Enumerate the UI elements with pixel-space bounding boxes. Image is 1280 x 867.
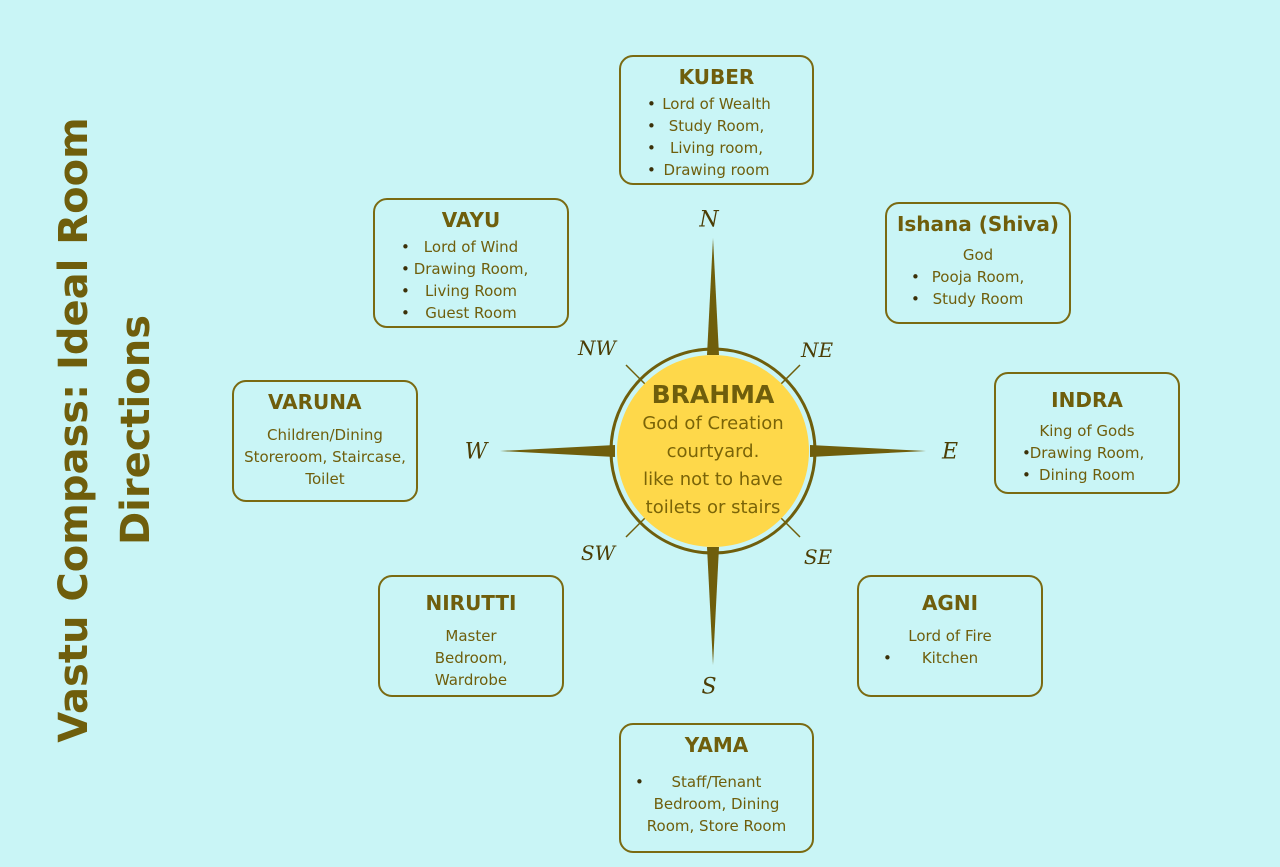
direction-s: S	[701, 674, 717, 700]
box-varuna: VARUNA Children/Dining Storeroom, Stairc…	[232, 380, 418, 502]
list-item: Drawing Room,	[996, 442, 1178, 464]
direction-sw: SW	[580, 541, 616, 565]
list-item: Living Room	[375, 280, 567, 302]
list-item: Drawing room	[621, 159, 812, 181]
compass-tick-se	[779, 516, 801, 538]
list-item: Study Room	[887, 288, 1069, 310]
brahma-title: BRAHMA	[651, 380, 775, 409]
list-item: Drawing Room,	[375, 258, 567, 280]
box-title: AGNI	[921, 591, 979, 615]
direction-w: W	[464, 439, 488, 465]
direction-e: E	[941, 439, 959, 465]
list-item: Guest Room	[375, 302, 567, 324]
list-item: Room, Store Room	[646, 817, 787, 835]
compass-tick-sw	[625, 516, 647, 538]
compass-tick-ne	[779, 364, 801, 386]
box-subtitle: King of Gods	[1039, 422, 1135, 440]
compass-center-disc	[617, 355, 809, 547]
box-agni: AGNI Lord of Fire Kitchen	[857, 575, 1043, 697]
box-title: INDRA	[1051, 388, 1123, 412]
box-nirutti: NIRUTTI Master Bedroom, Wardrobe	[378, 575, 564, 697]
box-kuber: KUBER Lord of Wealth Study Room, Living …	[619, 55, 814, 185]
box-line: Storeroom, Staircase,	[244, 448, 406, 466]
list-item: Study Room,	[621, 115, 812, 137]
box-subtitle: Lord of Fire	[908, 627, 992, 645]
box-line: Wardrobe	[434, 671, 508, 689]
list-item: Kitchen	[859, 647, 1041, 669]
list-item: Lord of Wind	[375, 236, 567, 258]
box-title: NIRUTTI	[425, 591, 517, 615]
box-title: VARUNA	[268, 390, 362, 414]
list-item: Lord of Wealth	[621, 93, 812, 115]
box-line: Children/Dining	[267, 426, 383, 444]
box-yama: YAMA Staff/Tenant Bedroom, Dining Room, …	[619, 723, 814, 853]
box-vayu: VAYU Lord of Wind Drawing Room, Living R…	[373, 198, 569, 328]
box-title: KUBER	[678, 65, 755, 89]
compass-spike-w	[500, 445, 615, 457]
direction-n: N	[699, 207, 719, 233]
compass-spike-n	[707, 238, 719, 355]
brahma-line: toilets or stairs	[645, 497, 781, 518]
direction-nw: NW	[577, 336, 617, 360]
direction-se: SE	[803, 545, 833, 569]
box-subtitle: God	[962, 246, 994, 264]
list-item: Dining Room	[996, 464, 1178, 486]
compass-spike-e	[810, 445, 926, 457]
brahma-line: courtyard.	[666, 441, 760, 462]
compass-tick-nw	[625, 364, 647, 386]
list-item: Pooja Room,	[887, 266, 1069, 288]
box-line: Master	[445, 627, 497, 645]
box-title: Ishana (Shiva)	[896, 212, 1060, 236]
box-line: Toilet	[305, 470, 345, 488]
list-item: Bedroom, Dining	[653, 795, 780, 813]
box-ishana: Ishana (Shiva) God Pooja Room, Study Roo…	[885, 202, 1071, 324]
box-line: Bedroom,	[434, 649, 508, 667]
box-title: VAYU	[441, 208, 501, 232]
box-indra: INDRA King of Gods Drawing Room, Dining …	[994, 372, 1180, 494]
direction-ne: NE	[800, 338, 834, 362]
box-title: YAMA	[684, 733, 749, 757]
compass-spike-s	[707, 547, 719, 665]
brahma-center: BRAHMA God of Creation courtyard. like n…	[618, 380, 808, 522]
list-item: Staff/Tenant	[621, 771, 812, 793]
compass-outer-ring	[609, 347, 817, 555]
list-item: Living room,	[621, 137, 812, 159]
brahma-line: like not to have	[643, 469, 783, 490]
brahma-line: God of Creation	[642, 413, 784, 434]
